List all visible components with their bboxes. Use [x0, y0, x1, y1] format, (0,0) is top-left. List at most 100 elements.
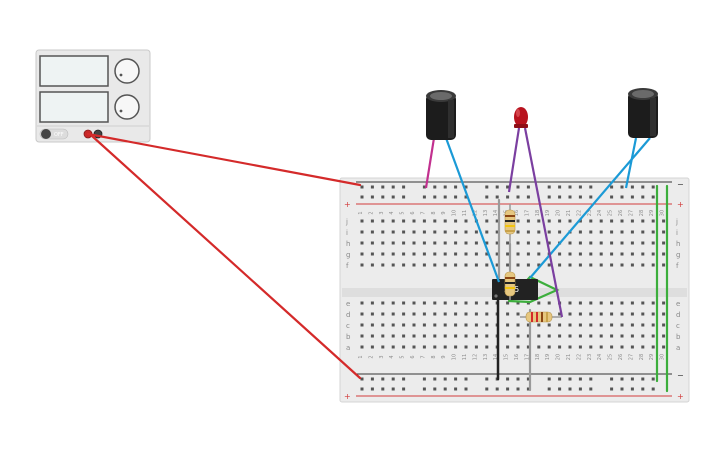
breadboard-hole[interactable]: [433, 334, 437, 338]
breadboard-hole[interactable]: [641, 387, 645, 391]
breadboard-hole[interactable]: [547, 263, 551, 267]
breadboard-hole[interactable]: [443, 323, 447, 327]
breadboard-hole[interactable]: [391, 219, 395, 223]
breadboard-hole[interactable]: [381, 241, 385, 245]
breadboard-hole[interactable]: [578, 230, 582, 234]
breadboard-hole[interactable]: [589, 252, 593, 256]
breadboard-hole[interactable]: [506, 345, 510, 349]
breadboard-hole[interactable]: [360, 323, 364, 327]
breadboard-hole[interactable]: [422, 334, 426, 338]
breadboard-hole[interactable]: [651, 312, 655, 316]
breadboard-hole[interactable]: [610, 387, 614, 391]
breadboard-hole[interactable]: [651, 301, 655, 305]
breadboard-hole[interactable]: [589, 301, 593, 305]
breadboard-hole[interactable]: [464, 195, 468, 199]
breadboard-hole[interactable]: [495, 387, 499, 391]
breadboard-hole[interactable]: [516, 252, 520, 256]
breadboard-hole[interactable]: [516, 219, 520, 223]
wire-red-positive[interactable]: [86, 132, 362, 187]
breadboard-hole[interactable]: [391, 345, 395, 349]
breadboard-hole[interactable]: [662, 312, 666, 316]
breadboard-hole[interactable]: [506, 323, 510, 327]
breadboard-hole[interactable]: [360, 195, 364, 199]
breadboard-hole[interactable]: [402, 345, 406, 349]
breadboard-hole[interactable]: [578, 219, 582, 223]
breadboard-hole[interactable]: [402, 334, 406, 338]
power-toggle-switch[interactable]: OFF: [39, 128, 69, 140]
breadboard-hole[interactable]: [485, 312, 489, 316]
breadboard-hole[interactable]: [620, 252, 624, 256]
breadboard-hole[interactable]: [370, 219, 374, 223]
breadboard-hole[interactable]: [433, 230, 437, 234]
breadboard-hole[interactable]: [526, 377, 530, 381]
breadboard-hole[interactable]: [641, 323, 645, 327]
breadboard-hole[interactable]: [599, 241, 603, 245]
breadboard-hole[interactable]: [610, 219, 614, 223]
breadboard-hole[interactable]: [651, 263, 655, 267]
breadboard-hole[interactable]: [641, 241, 645, 245]
breadboard-hole[interactable]: [370, 230, 374, 234]
breadboard-hole[interactable]: [412, 301, 416, 305]
breadboard-hole[interactable]: [516, 387, 520, 391]
breadboard-hole[interactable]: [422, 252, 426, 256]
breadboard-hole[interactable]: [454, 185, 458, 189]
breadboard-hole[interactable]: [558, 219, 562, 223]
breadboard-hole[interactable]: [578, 195, 582, 199]
breadboard-hole[interactable]: [610, 377, 614, 381]
breadboard-hole[interactable]: [391, 387, 395, 391]
breadboard-hole[interactable]: [443, 252, 447, 256]
breadboard-hole[interactable]: [589, 312, 593, 316]
breadboard-hole[interactable]: [381, 252, 385, 256]
breadboard-hole[interactable]: [443, 301, 447, 305]
breadboard-hole[interactable]: [547, 241, 551, 245]
breadboard-hole[interactable]: [422, 263, 426, 267]
breadboard-hole[interactable]: [454, 387, 458, 391]
wire-red-to-bottom-rail[interactable]: [90, 134, 362, 380]
breadboard-hole[interactable]: [402, 195, 406, 199]
breadboard-hole[interactable]: [381, 387, 385, 391]
breadboard-hole[interactable]: [443, 387, 447, 391]
breadboard-hole[interactable]: [558, 185, 562, 189]
breadboard-hole[interactable]: [620, 334, 624, 338]
breadboard-hole[interactable]: [360, 263, 364, 267]
breadboard-hole[interactable]: [537, 230, 541, 234]
breadboard-hole[interactable]: [610, 312, 614, 316]
breadboard-hole[interactable]: [495, 195, 499, 199]
breadboard-hole[interactable]: [568, 334, 572, 338]
breadboard-hole[interactable]: [495, 219, 499, 223]
breadboard-hole[interactable]: [422, 241, 426, 245]
breadboard-hole[interactable]: [578, 387, 582, 391]
breadboard-hole[interactable]: [547, 334, 551, 338]
breadboard-hole[interactable]: [381, 195, 385, 199]
breadboard-hole[interactable]: [391, 252, 395, 256]
breadboard-hole[interactable]: [506, 263, 510, 267]
breadboard-hole[interactable]: [381, 334, 385, 338]
breadboard-hole[interactable]: [630, 185, 634, 189]
breadboard-hole[interactable]: [433, 377, 437, 381]
breadboard-hole[interactable]: [474, 241, 478, 245]
breadboard-hole[interactable]: [537, 334, 541, 338]
breadboard-hole[interactable]: [558, 377, 562, 381]
breadboard-hole[interactable]: [495, 263, 499, 267]
breadboard-hole[interactable]: [433, 252, 437, 256]
breadboard-hole[interactable]: [360, 219, 364, 223]
breadboard-hole[interactable]: [443, 230, 447, 234]
breadboard-hole[interactable]: [630, 219, 634, 223]
breadboard-hole[interactable]: [412, 323, 416, 327]
breadboard-hole[interactable]: [454, 301, 458, 305]
breadboard-hole[interactable]: [620, 241, 624, 245]
breadboard-hole[interactable]: [485, 230, 489, 234]
breadboard-hole[interactable]: [485, 263, 489, 267]
breadboard-hole[interactable]: [360, 312, 364, 316]
breadboard-hole[interactable]: [620, 301, 624, 305]
breadboard-hole[interactable]: [474, 345, 478, 349]
breadboard-hole[interactable]: [610, 241, 614, 245]
breadboard-hole[interactable]: [651, 219, 655, 223]
breadboard-hole[interactable]: [464, 230, 468, 234]
breadboard-hole[interactable]: [526, 334, 530, 338]
breadboard-hole[interactable]: [568, 241, 572, 245]
breadboard-hole[interactable]: [610, 301, 614, 305]
breadboard-hole[interactable]: [443, 377, 447, 381]
breadboard-hole[interactable]: [599, 301, 603, 305]
